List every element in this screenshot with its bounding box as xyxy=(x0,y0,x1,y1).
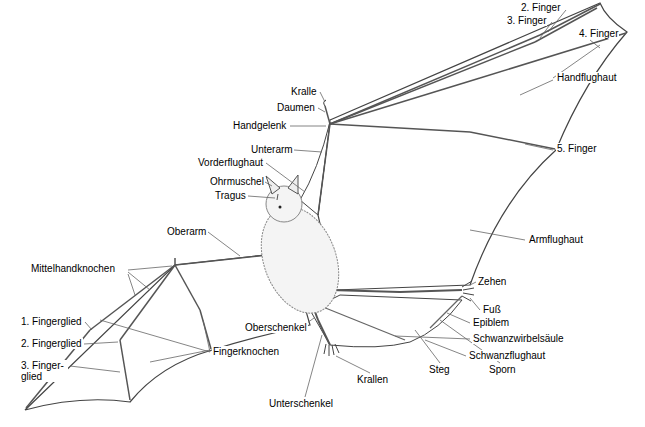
left-wing-membrane xyxy=(25,255,310,410)
part-label: Epiblem xyxy=(472,317,510,328)
part-label: Ohrmuschel xyxy=(209,176,265,187)
part-label: Tragus xyxy=(214,190,247,201)
part-label: Armflughaut xyxy=(528,234,584,245)
part-label: Krallen xyxy=(356,374,389,385)
part-label: Fingerknochen xyxy=(212,346,280,357)
part-label: 1. Fingerglied xyxy=(20,316,83,327)
part-label: Vorderflughaut xyxy=(197,157,264,168)
part-label: Schwanzflughaut xyxy=(468,350,546,361)
feet xyxy=(324,281,474,356)
part-label: 4. Finger xyxy=(578,28,619,39)
part-label: Daumen xyxy=(276,102,316,113)
ear-left xyxy=(266,176,280,194)
part-label: Handflughaut xyxy=(556,72,618,83)
part-label: 2. Finger xyxy=(520,2,561,13)
part-label: Oberschenkel xyxy=(244,322,308,333)
tragus-mark xyxy=(277,194,278,200)
part-label: 3. Finger- glied xyxy=(20,360,68,382)
part-label: Handgelenk xyxy=(232,120,287,131)
part-label: Mittelhandknochen xyxy=(30,263,116,274)
part-label: Schwanzwirbelsäule xyxy=(472,333,565,344)
eye xyxy=(279,206,282,209)
part-label: Sporn xyxy=(488,364,517,375)
part-label: Oberarm xyxy=(166,226,207,237)
propatagium xyxy=(300,122,330,215)
part-label: Steg xyxy=(428,364,451,375)
leader-lines xyxy=(70,10,600,397)
part-label: 3. Finger xyxy=(506,15,547,26)
tail-vertebrae xyxy=(318,305,405,340)
part-label: Fuß xyxy=(482,304,502,315)
part-label: Zehen xyxy=(477,276,507,287)
part-label: Kralle xyxy=(290,86,318,97)
part-label: 5. Finger xyxy=(556,143,597,154)
part-label: Unterarm xyxy=(250,144,294,155)
calcar xyxy=(430,296,462,328)
part-label: Unterschenkel xyxy=(268,398,334,409)
ear-right xyxy=(288,175,298,194)
right-wing-bones xyxy=(318,4,626,215)
bat-body xyxy=(247,196,352,324)
part-label: 2. Fingerglied xyxy=(20,338,83,349)
right-wing-membrane xyxy=(318,3,627,290)
tail-membrane xyxy=(310,295,462,347)
left-wing-bones xyxy=(26,255,268,408)
